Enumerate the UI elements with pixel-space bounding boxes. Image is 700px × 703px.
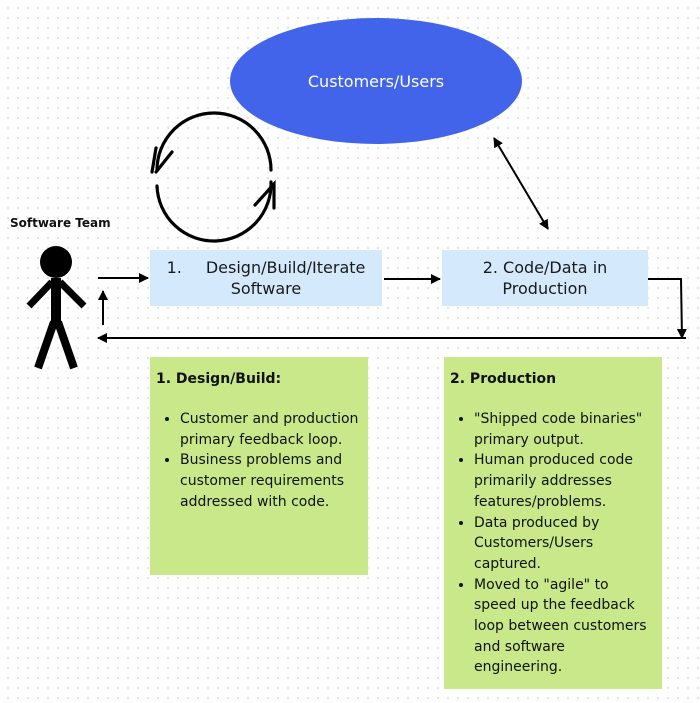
customers-users-label: Customers/Users bbox=[307, 71, 445, 91]
note-production[interactable]: 2. Production "Shipped code binaries" pr… bbox=[444, 357, 662, 689]
process-step-label: 2. Code/Data in bbox=[482, 258, 608, 277]
iterate-cycle-icon bbox=[150, 111, 276, 243]
process-production-text: 2. Code/Data in Production bbox=[483, 257, 608, 299]
arrow-production-feedback-out bbox=[648, 278, 687, 339]
process-step-label: Design/Build/Iterate bbox=[205, 258, 366, 277]
note-bullet: Customer and production primary feedback… bbox=[180, 409, 360, 450]
process-step-number: 1. bbox=[166, 258, 182, 277]
note-bullet: Moved to "agile" to speed up the feedbac… bbox=[474, 575, 654, 679]
process-design-build-text: 1. Design/Build/Iterate Software bbox=[167, 257, 366, 299]
note-bullet: "Shipped code binaries" primary output. bbox=[474, 409, 654, 450]
note-design-build[interactable]: 1. Design/Build: Customer and production… bbox=[150, 357, 368, 575]
note-bullet-list: Customer and production primary feedback… bbox=[156, 409, 360, 513]
arrow-customers-production bbox=[493, 137, 549, 230]
note-title: 2. Production bbox=[450, 371, 557, 387]
process-step-label-line2: Production bbox=[502, 279, 588, 298]
note-bullet-list: "Shipped code binaries" primary output. … bbox=[450, 409, 654, 678]
note-bullet: Data produced by Customers/Users capture… bbox=[474, 513, 654, 575]
customers-users-node[interactable]: Customers/Users bbox=[230, 18, 522, 144]
process-design-build[interactable]: 1. Design/Build/Iterate Software bbox=[150, 250, 382, 306]
note-bullet: Business problems and customer requireme… bbox=[180, 450, 360, 512]
person-icon bbox=[26, 246, 87, 370]
process-production[interactable]: 2. Code/Data in Production bbox=[442, 250, 648, 306]
note-title: 1. Design/Build: bbox=[156, 371, 282, 387]
note-bullet: Human produced code primarily addresses … bbox=[474, 450, 654, 512]
software-team-label: Software Team bbox=[10, 216, 111, 230]
process-step-label-line2: Software bbox=[230, 279, 302, 298]
